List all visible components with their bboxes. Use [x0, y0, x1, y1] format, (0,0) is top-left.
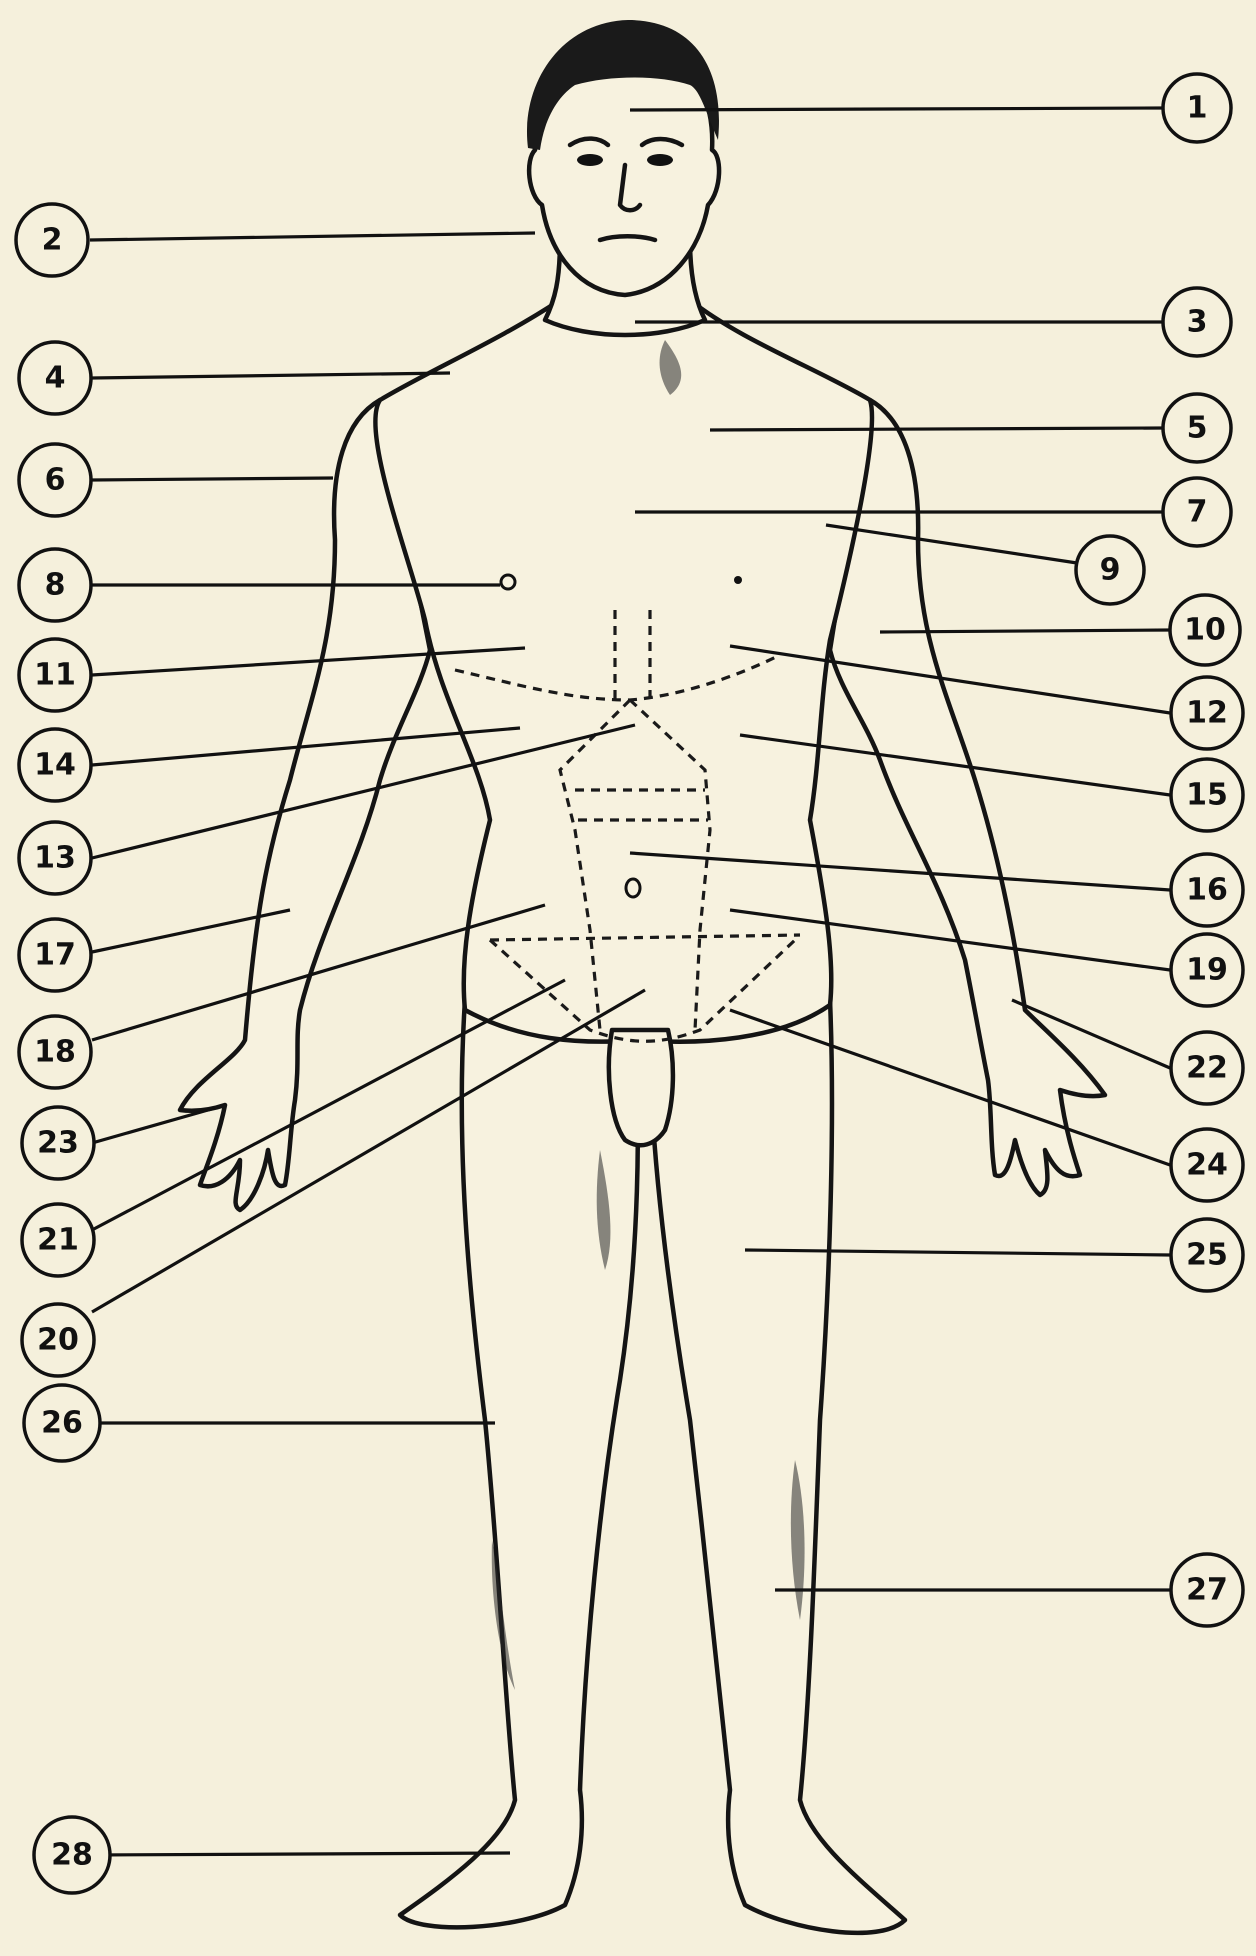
svg-text:15: 15: [1186, 778, 1228, 813]
callout-18: 18: [19, 1016, 91, 1088]
callout-16: 16: [1171, 854, 1243, 926]
callout-26: 26: [24, 1385, 100, 1461]
left-leg: [400, 1000, 638, 1927]
leader-10: [880, 630, 1170, 632]
callout-19: 19: [1171, 934, 1243, 1006]
callout-5: 5: [1163, 394, 1231, 462]
svg-text:20: 20: [37, 1323, 79, 1358]
callout-6: 6: [19, 444, 91, 516]
callout-14: 14: [19, 729, 91, 801]
svg-text:5: 5: [1187, 411, 1208, 446]
callout-23: 23: [22, 1107, 94, 1179]
callout-24: 24: [1171, 1129, 1243, 1201]
right-arm: [830, 400, 1105, 1195]
svg-text:3: 3: [1187, 305, 1208, 340]
callout-7: 7: [1163, 478, 1231, 546]
callout-27: 27: [1171, 1554, 1243, 1626]
leader-6: [92, 478, 333, 480]
callout-28: 28: [34, 1817, 110, 1893]
svg-text:10: 10: [1184, 613, 1226, 648]
leader-28: [92, 1853, 510, 1855]
callout-2: 2: [16, 204, 88, 276]
callout-4: 4: [19, 342, 91, 414]
svg-text:2: 2: [42, 223, 63, 258]
callout-10: 10: [1170, 595, 1240, 665]
human-figure: [180, 20, 1105, 1933]
leader-2: [90, 233, 535, 240]
right-leg: [650, 1000, 905, 1933]
right-nipple: [734, 576, 742, 584]
callout-3: 3: [1163, 288, 1231, 356]
leader-4: [92, 373, 450, 378]
svg-text:1: 1: [1187, 91, 1208, 126]
svg-text:8: 8: [45, 568, 66, 603]
callout-11: 11: [19, 639, 91, 711]
callout-15: 15: [1171, 759, 1243, 831]
svg-text:28: 28: [51, 1838, 93, 1873]
torso: [375, 300, 872, 1042]
callout-13: 13: [19, 822, 91, 894]
svg-text:26: 26: [41, 1406, 83, 1441]
callout-21: 21: [22, 1204, 94, 1276]
callout-20: 20: [22, 1304, 94, 1376]
callout-8: 8: [19, 549, 91, 621]
callout-25: 25: [1171, 1219, 1243, 1291]
svg-text:11: 11: [34, 658, 76, 693]
svg-text:16: 16: [1186, 873, 1228, 908]
callout-12: 12: [1171, 677, 1243, 749]
svg-text:12: 12: [1186, 696, 1228, 731]
svg-text:4: 4: [45, 361, 66, 396]
svg-text:23: 23: [37, 1126, 79, 1161]
callout-1: 1: [1163, 74, 1231, 142]
svg-text:19: 19: [1186, 953, 1228, 988]
svg-text:6: 6: [45, 463, 66, 498]
svg-text:14: 14: [34, 748, 76, 783]
svg-text:13: 13: [34, 841, 76, 876]
svg-text:18: 18: [34, 1035, 76, 1070]
leader-5: [710, 428, 1163, 430]
callout-22: 22: [1171, 1032, 1243, 1104]
svg-text:7: 7: [1187, 495, 1208, 530]
callout-9: 9: [1076, 536, 1144, 604]
leader-1: [630, 108, 1163, 110]
callout-17: 17: [19, 919, 91, 991]
groin: [609, 1030, 673, 1145]
svg-text:9: 9: [1100, 553, 1121, 588]
leader-23: [92, 1108, 215, 1143]
svg-text:21: 21: [37, 1223, 79, 1258]
svg-text:17: 17: [34, 938, 76, 973]
svg-text:27: 27: [1186, 1573, 1228, 1608]
svg-text:25: 25: [1186, 1238, 1228, 1273]
svg-text:24: 24: [1186, 1148, 1228, 1183]
svg-text:22: 22: [1186, 1051, 1228, 1086]
